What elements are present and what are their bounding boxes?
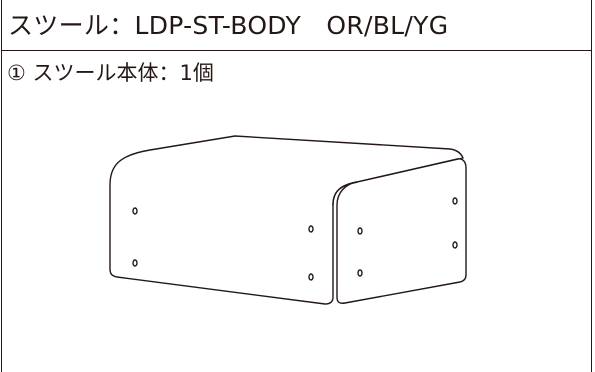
title-bar: スツール：LDP-ST-BODY OR/BL/YG <box>1 0 592 51</box>
stool-body-illustration <box>95 125 475 315</box>
stool-body-drawing <box>109 135 467 305</box>
screw-hole <box>357 269 363 277</box>
screw-hole <box>308 273 314 281</box>
product-title: スツール：LDP-ST-BODY OR/BL/YG <box>8 11 449 40</box>
stool-panel-seam <box>332 181 358 206</box>
screw-hole <box>357 227 363 235</box>
screw-hole <box>132 207 138 215</box>
screw-hole <box>308 225 314 233</box>
screw-hole <box>452 197 458 205</box>
screw-hole <box>132 259 138 267</box>
part-heading: ① スツール本体：1個 <box>7 61 214 85</box>
stool-left-panel <box>109 135 464 305</box>
screw-hole <box>452 241 458 249</box>
stool-right-panel <box>336 158 467 304</box>
